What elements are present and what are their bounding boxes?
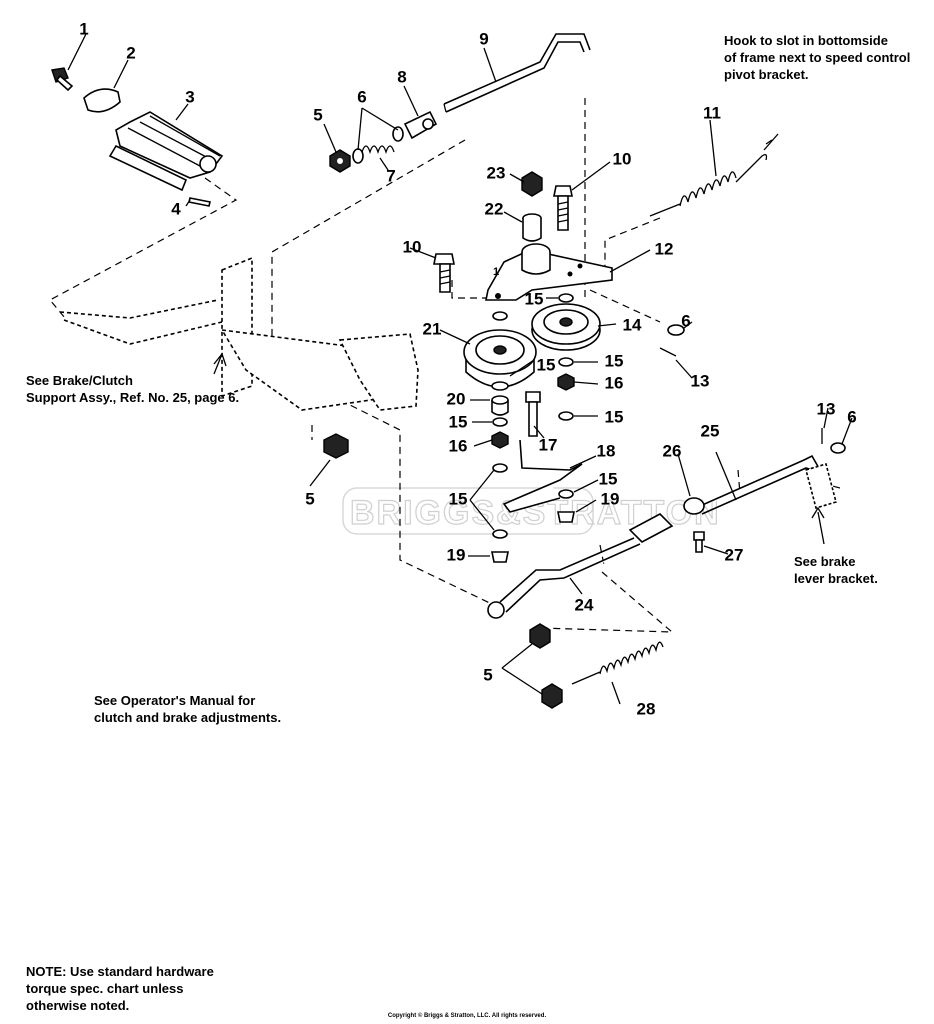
part-23-nut: [521, 171, 543, 197]
part-25-rod: [699, 454, 821, 515]
brake-lever-bracket: [805, 462, 837, 510]
callout-13-right: 13: [817, 399, 836, 418]
callout-5-lower: 5: [483, 665, 492, 684]
callout-2: 2: [126, 43, 135, 62]
callout-6-right: 6: [847, 407, 856, 426]
callout-1-small: 1: [493, 266, 499, 278]
part-4-pin: [188, 197, 211, 207]
watermark-badge: [342, 487, 594, 535]
callout-19-left: 19: [447, 545, 466, 564]
part-12-idler-bracket: [485, 243, 613, 301]
part-26-ferrule: [683, 497, 705, 515]
part-5-nut-lower-a: [529, 623, 551, 649]
callout-26: 26: [663, 441, 682, 460]
note-hardware-torque: NOTE: Use standard hardware torque spec.…: [26, 964, 214, 1013]
callout-15-a: 15: [525, 289, 544, 308]
callout-21: 21: [423, 319, 442, 338]
part-5-nut-lower-b: [541, 683, 563, 709]
note-hook: Hook to slot in bottomside of frame next…: [724, 33, 911, 82]
leader-lines: [67, 33, 853, 705]
note-operators-manual: See Operator's Manual for clutch and bra…: [94, 693, 282, 725]
note-brake-lever-bracket: See brake lever bracket.: [794, 554, 878, 586]
callout-6-mid: 6: [681, 311, 690, 330]
callout-14: 14: [623, 315, 642, 334]
note-brake-clutch-support: See Brake/Clutch Support Assy., Ref. No.…: [26, 373, 240, 405]
brake-clutch-support: [59, 256, 419, 411]
callout-19-right: 19: [601, 489, 620, 508]
callout-25: 25: [701, 421, 720, 440]
part-18-bracket: [502, 439, 583, 513]
callout-15-b: 15: [537, 355, 556, 374]
callout-numbers: 1 2 3 4 5 6 7 8 9 10 10 11 12 13 13 14 1…: [79, 19, 856, 718]
callout-12: 12: [655, 239, 674, 258]
callout-15-c: 15: [605, 351, 624, 370]
callout-16-right: 16: [605, 373, 624, 392]
callout-15-d: 15: [605, 407, 624, 426]
part-6-washer-mid: [667, 324, 685, 336]
callout-1: 1: [79, 19, 88, 38]
callout-10-left: 10: [403, 237, 422, 256]
callout-28: 28: [637, 699, 656, 718]
part-3-pedal-pad: [108, 111, 224, 192]
part-6-washer-right: [830, 442, 846, 454]
callout-4: 4: [171, 199, 181, 218]
callout-15-g: 15: [599, 469, 618, 488]
part-17-bolt: [525, 391, 541, 437]
part-22-spacer: [522, 213, 542, 242]
part-10-bolt-upper: [553, 185, 573, 231]
callout-11: 11: [703, 103, 721, 122]
callout-15-e: 15: [449, 412, 468, 431]
callout-22: 22: [485, 199, 504, 218]
part-14-pulley: [531, 303, 601, 351]
part-7-spring: [361, 145, 395, 155]
copyright-text: Copyright © Briggs & Stratton, LLC. All …: [387, 1013, 547, 1019]
callout-7: 7: [386, 166, 395, 185]
callout-13-mid: 13: [691, 371, 710, 390]
part-11-spring: [649, 154, 768, 217]
callout-6-top: 6: [357, 87, 366, 106]
callout-24: 24: [575, 595, 594, 614]
part-1-bolt: [51, 67, 74, 92]
callout-5-top: 5: [313, 105, 322, 124]
callout-3: 3: [185, 87, 194, 106]
callout-18: 18: [597, 441, 616, 460]
washers-and-nuts: [491, 293, 575, 563]
part-21-pulley: [463, 329, 537, 388]
part-27-screw: [693, 531, 705, 553]
part-28-spring: [571, 641, 664, 685]
part-5-nut-left: [323, 433, 349, 459]
callout-20: 20: [447, 389, 466, 408]
part-2-cap: [83, 88, 121, 113]
part-6-washers: [352, 126, 404, 164]
callout-15-f: 15: [449, 489, 468, 508]
part-9-rod: [443, 33, 591, 113]
callout-8: 8: [397, 67, 406, 86]
callout-9: 9: [479, 29, 488, 48]
part-24-rod: [487, 513, 674, 619]
callout-16-left: 16: [449, 436, 468, 455]
part-5-nut-top: [329, 149, 351, 173]
part-8-rod-end: [403, 110, 438, 140]
part-10-bolt-left: [433, 253, 455, 293]
callout-5-left: 5: [305, 489, 314, 508]
callout-23: 23: [487, 163, 506, 182]
callout-27: 27: [725, 545, 744, 564]
callout-17: 17: [539, 435, 558, 454]
callout-10-upper: 10: [613, 149, 632, 168]
part-13-cotter-pin-a: [659, 347, 677, 357]
